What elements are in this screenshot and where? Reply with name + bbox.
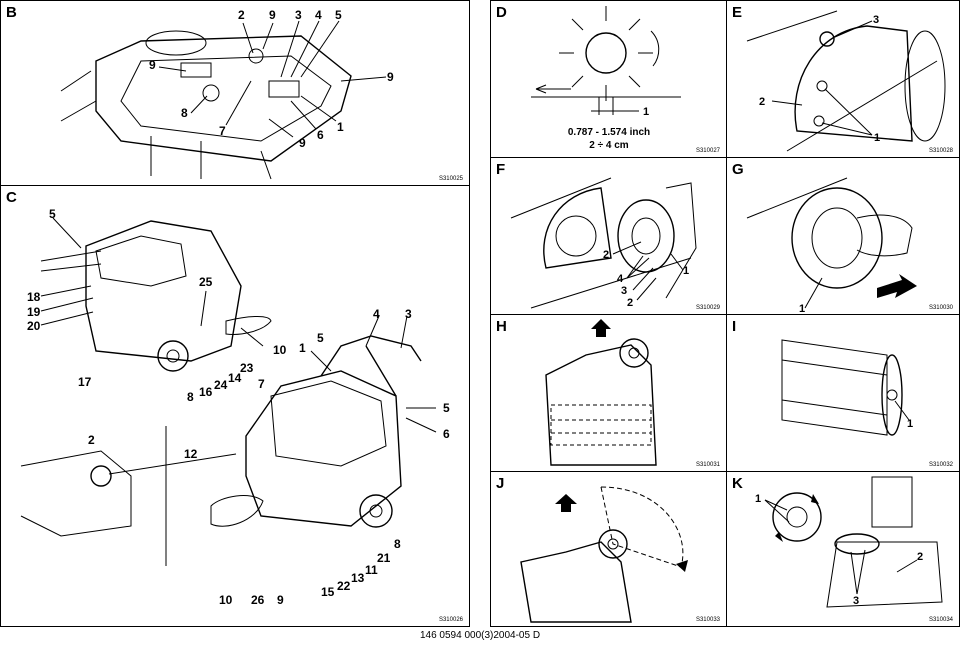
callout-3: 3 — [405, 307, 412, 321]
panel-label: D — [496, 4, 507, 21]
figure-code: S310026 — [438, 617, 463, 623]
callout-1: 1 — [755, 493, 761, 505]
callout-9: 9 — [269, 8, 276, 22]
brush-removal-drawing: 2 4 3 2 1 — [510, 177, 697, 309]
callout-12: 12 — [184, 447, 198, 461]
callout-1: 1 — [299, 341, 306, 355]
panel-j: J S310033 — [490, 471, 727, 627]
callout-24: 24 — [214, 378, 228, 392]
callout-10: 10 — [219, 593, 233, 607]
callout-1: 1 — [643, 106, 649, 118]
callout-9: 9 — [277, 593, 284, 607]
callout-25: 25 — [199, 275, 213, 289]
figure-code: S310034 — [928, 617, 953, 623]
callout-3: 3 — [621, 285, 627, 297]
panel-c: C 5 18 19 20 25 10 — [0, 185, 470, 627]
panel-label: H — [496, 318, 507, 335]
brush-rotate-drawing — [520, 486, 688, 623]
brush-core-drawing: 1 — [781, 339, 913, 436]
callout-4: 4 — [617, 273, 624, 285]
callout-8: 8 — [187, 390, 194, 404]
callout-7: 7 — [258, 377, 265, 391]
document-code: 146 0594 000(3)2004-05 D — [419, 630, 541, 641]
sweeper-overview-drawing: 5 18 19 20 25 10 17 8 16 24 14 23 4 3 1 … — [20, 207, 450, 607]
callout-9: 9 — [299, 136, 306, 150]
panel-d: D 1 0.787 - 1.574 inch 2 ÷ 4 cm S310027 — [490, 0, 727, 158]
callout-1: 1 — [874, 132, 880, 144]
callout-2: 2 — [238, 8, 245, 22]
panel-label: G — [732, 161, 744, 178]
callout-5: 5 — [317, 331, 324, 345]
figure-code: S310029 — [695, 305, 720, 311]
callout-1: 1 — [799, 303, 805, 315]
figure-code: S310033 — [695, 617, 720, 623]
panel-label: K — [732, 475, 743, 492]
callout-1: 1 — [337, 120, 344, 134]
callout-3: 3 — [853, 595, 859, 607]
main-brush-removal-drawing: 1 — [746, 177, 917, 315]
figure-code: S310025 — [438, 176, 463, 182]
panel-e: E 3 2 1 S310028 — [726, 0, 960, 158]
panel-b: B 2 9 3 4 5 9 9 8 7 9 6 1 S310025 — [0, 0, 470, 186]
callout-20: 20 — [27, 319, 41, 333]
callout-3: 3 — [295, 8, 302, 22]
figure-code: S310031 — [695, 462, 720, 468]
panel-i: I 1 S310032 — [726, 314, 960, 472]
panel-label: F — [496, 161, 506, 178]
panel-label: B — [6, 4, 17, 21]
callout-17: 17 — [78, 375, 92, 389]
brush-height-drawing: 1 0.787 - 1.574 inch 2 ÷ 4 cm — [531, 6, 681, 151]
callout-8: 8 — [181, 106, 188, 120]
callout-8: 8 — [394, 537, 401, 551]
callout-2: 2 — [759, 96, 765, 108]
callout-2: 2 — [603, 249, 609, 261]
control-panel-drawing: 2 9 3 4 5 9 9 8 7 9 6 1 — [60, 8, 394, 180]
callout-2: 2 — [917, 551, 923, 563]
callout-9: 9 — [149, 58, 156, 72]
callout-14: 14 — [228, 371, 242, 385]
callout-2: 2 — [88, 433, 95, 447]
callout-1: 1 — [683, 265, 689, 277]
callout-22: 22 — [337, 579, 351, 593]
figure-code: S310027 — [695, 148, 720, 154]
callout-7: 7 — [219, 124, 226, 138]
callout-15: 15 — [321, 585, 335, 599]
callout-4: 4 — [315, 8, 322, 22]
callout-4: 4 — [373, 307, 380, 321]
brush-install-drawing — [545, 319, 657, 466]
panel-k: K 1 2 3 S310034 — [726, 471, 960, 627]
callout-6: 6 — [443, 427, 450, 441]
callout-11: 11 — [365, 563, 378, 577]
panel-f: F 2 4 3 2 1 S310029 — [490, 157, 727, 315]
callout-3: 3 — [873, 14, 879, 26]
figure-code: S310032 — [928, 462, 953, 468]
callout-26: 26 — [251, 593, 265, 607]
callout-18: 18 — [27, 290, 41, 304]
callout-5: 5 — [49, 207, 56, 221]
callout-10: 10 — [273, 343, 287, 357]
panel-g: G 1 S310030 — [726, 157, 960, 315]
panel-label: J — [496, 475, 505, 492]
callout-2: 2 — [627, 297, 633, 309]
panel-h: H S310031 — [490, 314, 727, 472]
side-brush-adjust-drawing: 3 2 1 — [746, 10, 946, 152]
callout-5: 5 — [443, 401, 450, 415]
side-brush-install-drawing: 1 2 3 — [755, 476, 943, 608]
callout-5: 5 — [335, 8, 342, 22]
callout-1: 1 — [907, 418, 913, 430]
callout-16: 16 — [199, 385, 213, 399]
measurement-inch: 0.787 - 1.574 inch — [568, 127, 650, 138]
figure-code: S310030 — [928, 305, 953, 311]
callout-21: 21 — [377, 551, 391, 565]
callout-19: 19 — [27, 305, 41, 319]
callout-6: 6 — [317, 128, 324, 142]
callout-23: 23 — [240, 361, 254, 375]
panel-label: E — [732, 4, 743, 21]
figure-code: S310028 — [928, 148, 953, 154]
panel-label: I — [732, 318, 737, 335]
measurement-cm: 2 ÷ 4 cm — [589, 140, 629, 151]
panel-label: C — [6, 189, 17, 206]
callout-9: 9 — [387, 70, 394, 84]
callout-13: 13 — [351, 571, 365, 585]
